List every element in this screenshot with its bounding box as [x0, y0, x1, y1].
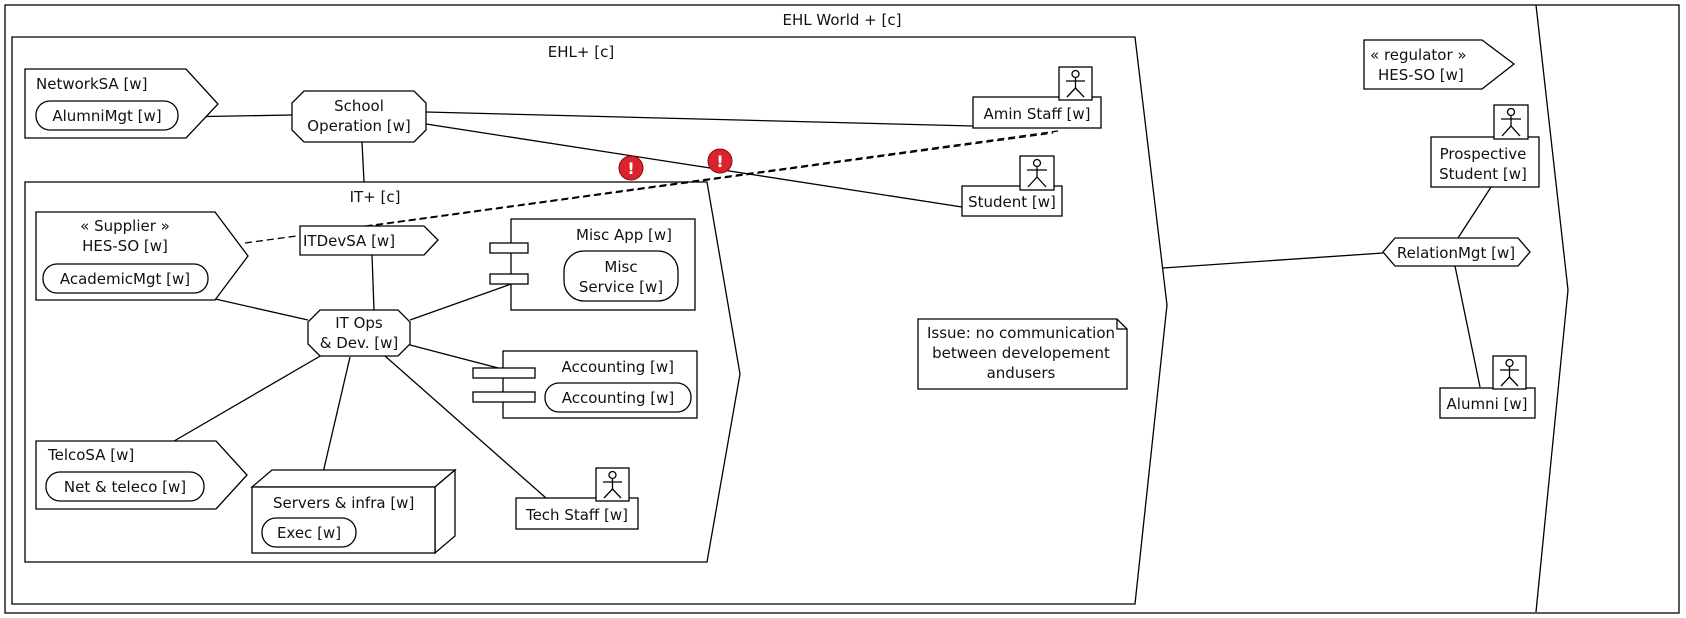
alumni-mgt-label: AlumniMgt [w] — [52, 107, 161, 125]
tech-staff-node[interactable]: Tech Staff [w] — [515, 467, 639, 530]
exec-label: Exec [w] — [277, 524, 341, 542]
link-itdevsa-itops — [371, 254, 375, 311]
component-icon — [472, 391, 536, 403]
dashed-link-supplier-aminstaff — [244, 132, 1054, 244]
component-icon — [489, 273, 529, 285]
link-relationmgt-prospective — [1457, 183, 1494, 239]
actor-icon — [1493, 104, 1529, 140]
it-ops-line2: & Dev. [w] — [320, 334, 398, 352]
note-line1: Issue: no communication — [927, 324, 1115, 342]
component-icon — [472, 367, 536, 379]
it-title: IT+ [c] — [350, 188, 401, 206]
it-container: IT+ [c] — [24, 181, 741, 563]
note-line2: between developement — [932, 344, 1110, 362]
world-title: EHL World + [c] — [783, 11, 902, 29]
misc-app-node[interactable]: Misc App [w] Misc Service [w] — [489, 218, 696, 311]
prospective-student-node[interactable]: Prospective Student [w] — [1430, 104, 1540, 188]
ehl-title: EHL+ [c] — [548, 43, 614, 61]
accounting-service-label: Accounting [w] — [562, 389, 675, 407]
world-container: EHL World + [c] — [4, 4, 1680, 614]
supplier-stereotype: « Supplier » — [80, 217, 170, 235]
svg-text:!: ! — [716, 152, 723, 171]
dashed-link-itdevsa-aminstaff — [299, 130, 1059, 236]
alumni-node[interactable]: Alumni [w] — [1439, 355, 1536, 419]
relation-mgt-node[interactable]: RelationMgt [w] — [1382, 237, 1531, 267]
it-ops-line1: IT Ops — [335, 314, 383, 332]
ehl-container: EHL+ [c] — [11, 36, 1168, 605]
telco-sa-label: TelcoSA [w] — [47, 446, 134, 464]
note-line3: andusers — [987, 364, 1056, 382]
it-ops-node[interactable]: IT Ops & Dev. [w] — [307, 309, 411, 357]
relation-mgt-label: RelationMgt [w] — [1397, 244, 1515, 262]
net-teleco-label: Net & teleco [w] — [64, 478, 186, 496]
misc-app-label: Misc App [w] — [576, 226, 672, 244]
misc-service-line2: Service [w] — [579, 278, 663, 296]
tech-staff-label: Tech Staff [w] — [525, 506, 628, 524]
accounting-node[interactable]: Accounting [w] Accounting [w] — [472, 350, 698, 419]
school-operation-line1: School — [334, 97, 384, 115]
school-operation-node[interactable]: School Operation [w] — [291, 90, 427, 143]
link-school-itcontainer — [361, 141, 365, 183]
servers-infra-node[interactable]: Servers & infra [w] Exec [w] — [250, 468, 457, 555]
alumni-mgt-service[interactable] — [35, 100, 179, 131]
student-node[interactable]: Student [w] — [961, 155, 1063, 217]
school-operation-line2: Operation [w] — [307, 117, 410, 135]
link-itops-techstaff — [384, 355, 547, 499]
regulator-hesso-node[interactable]: « regulator » HES-SO [w] — [1363, 39, 1516, 90]
prospective-student-line1: Prospective — [1440, 145, 1527, 163]
world-right-chevron — [1535, 4, 1569, 613]
itdevsa-node[interactable]: ITDevSA [w] — [299, 225, 439, 256]
prospective-student-line2: Student [w] — [1439, 165, 1527, 183]
accounting-service[interactable] — [544, 382, 692, 413]
link-academic-itops — [201, 295, 309, 321]
amin-staff-node[interactable]: Amin Staff [w] — [972, 66, 1102, 129]
student-label: Student [w] — [968, 193, 1056, 211]
regulator-name: HES-SO [w] — [1378, 66, 1464, 84]
link-itops-miscapp — [409, 277, 529, 321]
exec-service[interactable] — [261, 517, 357, 548]
itdevsa-label: ITDevSA [w] — [303, 232, 395, 250]
alumni-label: Alumni [w] — [1447, 395, 1528, 413]
component-icon — [489, 242, 529, 254]
error-icon[interactable]: ! — [618, 155, 644, 181]
servers-infra-label: Servers & infra [w] — [273, 494, 414, 512]
academic-mgt-service[interactable] — [42, 263, 209, 294]
actor-icon — [1492, 355, 1527, 390]
actor-icon — [1058, 66, 1093, 101]
misc-service[interactable] — [563, 250, 679, 302]
link-school-student — [425, 123, 963, 208]
academic-mgt-label: AcademicMgt [w] — [60, 270, 190, 288]
network-sa-label: NetworkSA [w] — [36, 75, 147, 93]
actor-icon — [595, 467, 630, 502]
supplier-hesso-node[interactable]: « Supplier » HES-SO [w] AcademicMgt [w] — [35, 211, 249, 301]
connectors — [137, 111, 1494, 521]
link-relationmgt-alumni — [1454, 265, 1481, 388]
link-ehl-relationmgt — [1162, 252, 1384, 269]
network-sa-node[interactable]: NetworkSA [w] AlumniMgt [w] — [24, 68, 219, 139]
supplier-name: HES-SO [w] — [82, 237, 168, 255]
net-teleco-service[interactable] — [45, 471, 205, 502]
amin-staff-label: Amin Staff [w] — [984, 105, 1091, 123]
misc-service-line1: Misc — [604, 258, 637, 276]
error-icon[interactable]: ! — [707, 148, 733, 174]
link-school-aminstaff — [425, 111, 974, 127]
accounting-app-label: Accounting [w] — [562, 358, 675, 376]
issue-note: Issue: no communication between develope… — [917, 318, 1128, 390]
svg-text:!: ! — [627, 159, 634, 178]
actor-icon — [1019, 155, 1055, 191]
regulator-stereotype: « regulator » — [1370, 46, 1467, 64]
telco-sa-node[interactable]: TelcoSA [w] Net & teleco [w] — [35, 440, 248, 510]
